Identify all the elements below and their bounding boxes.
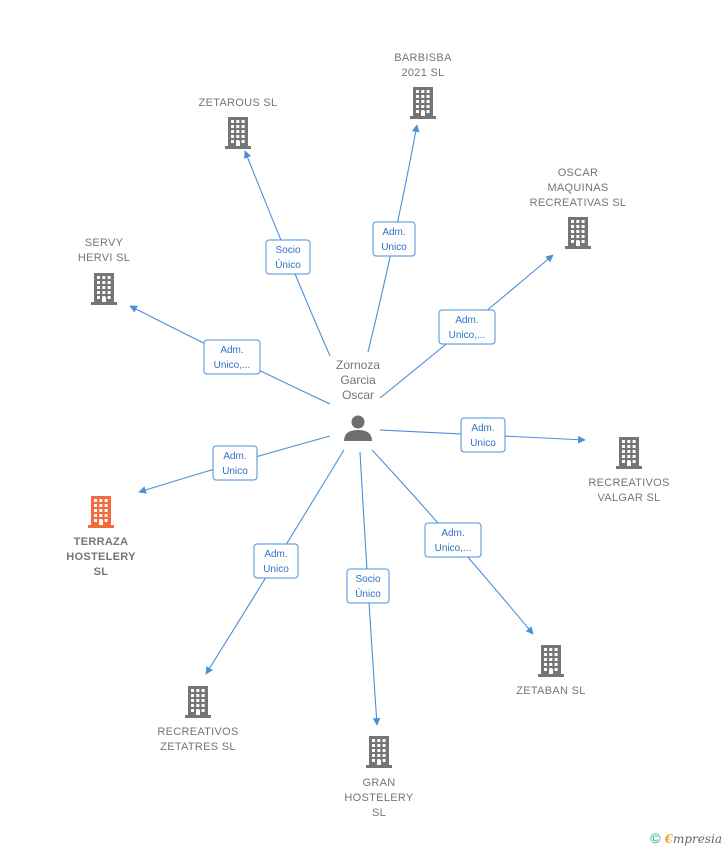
- relation-badge-terraza-hostelery[interactable]: Adm. Unico: [212, 445, 258, 481]
- company-node-zetaban[interactable]: ZETABAN SL: [516, 645, 585, 697]
- relation-label-line: Unico,...: [449, 330, 486, 341]
- company-node-servy-hervi[interactable]: SERVY HERVI SL: [78, 237, 130, 305]
- relation-badge-recreativos-zetatres[interactable]: Adm. Unico: [253, 543, 299, 579]
- person-name-line: Garcia: [340, 373, 376, 387]
- relation-badge-oscar-maquinas[interactable]: Adm. Unico,...: [438, 309, 496, 345]
- relation-label-line: Adm.: [264, 549, 287, 560]
- relation-label-line: Adm.: [441, 528, 464, 539]
- company-node-zetarous[interactable]: ZETAROUS SL: [199, 97, 278, 149]
- company-label-line: GRAN: [363, 777, 396, 789]
- brand-logo-initial: €: [664, 832, 673, 846]
- company-label-line: ZETABAN SL: [516, 685, 585, 697]
- relation-label-line: Adm.: [471, 423, 494, 434]
- copyright-icon: ©: [650, 830, 661, 846]
- company-node-recreativos-zetatres[interactable]: RECREATIVOS ZETATRES SL: [157, 686, 238, 753]
- building-icon: [616, 437, 642, 469]
- relation-label-line: Unico: [263, 564, 289, 575]
- company-label-line: SL: [94, 566, 109, 578]
- company-label-line: BARBISBA: [394, 52, 452, 64]
- person-name-line: Oscar: [342, 388, 374, 402]
- relation-label-line: Unico: [381, 242, 407, 253]
- relation-label-line: Adm.: [220, 345, 243, 356]
- building-icon: [91, 273, 117, 305]
- relation-badge-servy-hervi[interactable]: Adm. Unico,...: [203, 339, 261, 375]
- company-label-line: OSCAR: [558, 167, 599, 179]
- company-label-line: ZETATRES SL: [160, 741, 236, 753]
- company-label-line: RECREATIVOS: [588, 477, 669, 489]
- nodes-layer: BARBISBA 2021 SL ZETAROUS SL OSCAR MAQUINAS R…: [66, 52, 669, 819]
- relation-label-line: Adm.: [223, 451, 246, 462]
- company-node-barbisba[interactable]: BARBISBA 2021 SL: [394, 52, 452, 119]
- company-node-terraza-hostelery[interactable]: TERRAZA HOSTELERY SL: [66, 496, 136, 578]
- company-node-gran-hostelery[interactable]: GRAN HOSTELERY SL: [344, 736, 414, 819]
- company-label-line: HOSTELERY: [66, 551, 136, 563]
- company-node-oscar-maquinas[interactable]: OSCAR MAQUINAS RECREATIVAS SL: [530, 167, 627, 249]
- relation-label-line: Socio: [275, 245, 300, 256]
- person-icon: [344, 415, 372, 441]
- company-label-line: HOSTELERY: [344, 792, 413, 804]
- company-label-line: 2021 SL: [401, 67, 444, 79]
- company-label-line: VALGAR SL: [597, 492, 660, 504]
- relation-label-line: Adm.: [455, 315, 478, 326]
- company-label-line: RECREATIVAS SL: [530, 197, 627, 209]
- building-icon: [538, 645, 564, 677]
- relation-badge-barbisba[interactable]: Adm. Unico: [372, 221, 416, 257]
- building-icon: [225, 117, 251, 149]
- building-icon: [410, 87, 436, 119]
- building-icon: [565, 217, 591, 249]
- company-label-line: ZETAROUS SL: [199, 97, 278, 109]
- building-icon: [88, 496, 114, 528]
- relation-label-line: Unico,...: [435, 543, 472, 554]
- brand-name: mpresia: [672, 832, 722, 846]
- relation-label-line: Único: [275, 258, 301, 271]
- company-label-line: TERRAZA: [74, 536, 129, 548]
- company-label-line: HERVI SL: [78, 252, 130, 264]
- relation-label-line: Socio: [355, 574, 380, 585]
- relation-label-line: Unico: [222, 466, 248, 477]
- footer-brand: ©€mpresia: [650, 830, 722, 846]
- relation-badge-zetaban[interactable]: Adm. Unico,...: [424, 522, 482, 558]
- relation-badge-recreativos-valgar[interactable]: Adm. Unico: [460, 417, 506, 453]
- company-label-line: RECREATIVOS: [157, 726, 238, 738]
- company-label-line: SERVY: [85, 237, 124, 249]
- building-icon: [185, 686, 211, 718]
- relation-label-line: Unico: [470, 438, 496, 449]
- relation-label-line: Único: [355, 587, 381, 600]
- company-label-line: MAQUINAS: [547, 182, 608, 194]
- person-name-line: Zornoza: [336, 358, 380, 372]
- building-icon: [366, 736, 392, 768]
- relations-layer: Adm.UnicoSocioÚnicoAdm.Unico,...Adm.Unic…: [203, 221, 506, 604]
- relation-label-line: Adm.: [382, 227, 405, 238]
- company-label-line: SL: [372, 807, 386, 819]
- company-node-recreativos-valgar[interactable]: RECREATIVOS VALGAR SL: [588, 437, 669, 504]
- relation-label-line: Unico,...: [214, 360, 251, 371]
